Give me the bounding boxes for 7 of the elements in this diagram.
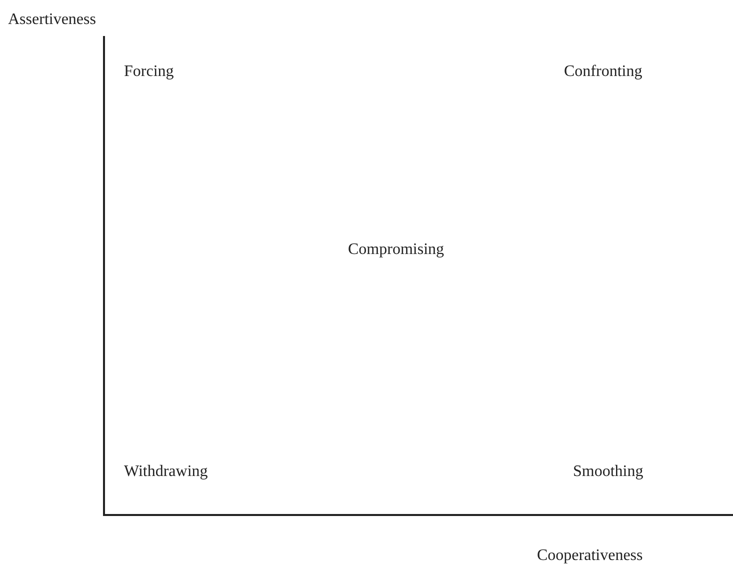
quadrant-label: Withdrawing xyxy=(124,462,208,482)
axis-label: Assertiveness xyxy=(8,10,96,30)
quadrant-label: Compromising xyxy=(348,240,444,260)
quadrant-label: Forcing xyxy=(124,62,174,82)
axis-label: Cooperativeness xyxy=(537,546,643,566)
quadrant-label: Smoothing xyxy=(573,462,644,482)
quadrant-label: Confronting xyxy=(564,62,642,82)
